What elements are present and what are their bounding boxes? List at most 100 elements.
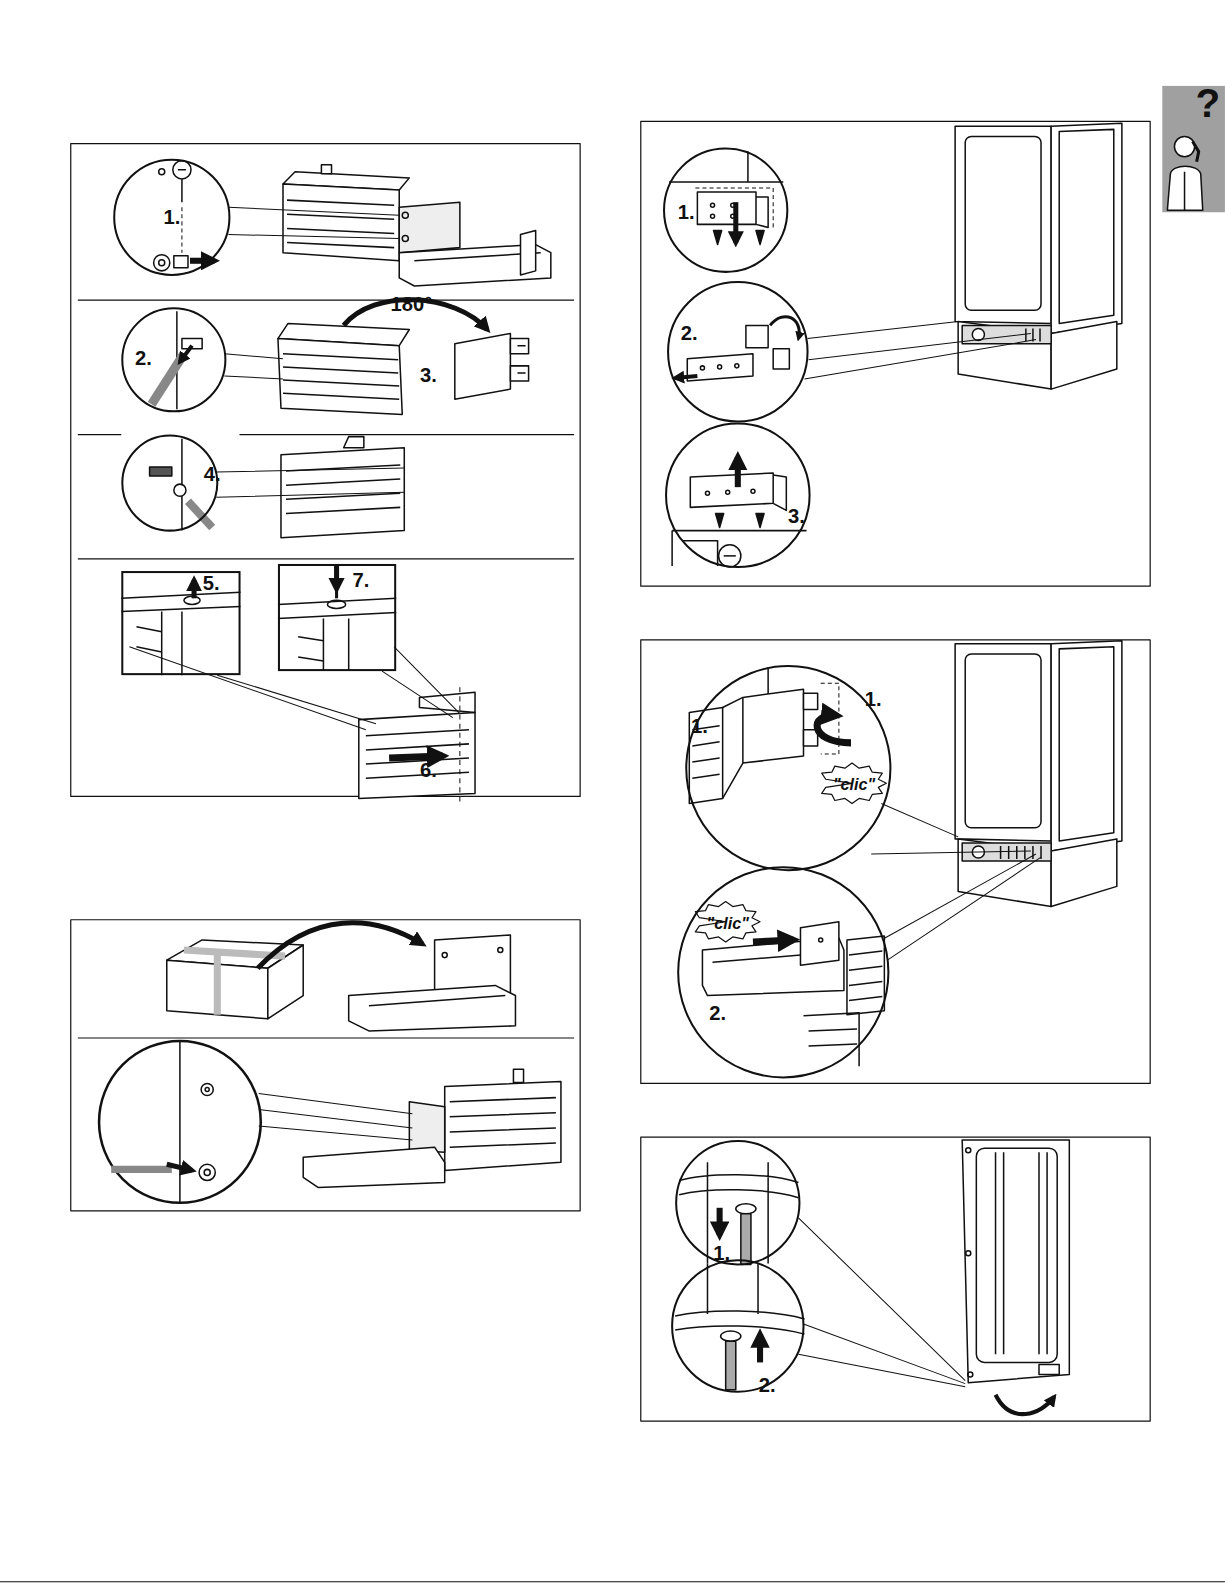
drawing-path	[996, 1152, 1048, 1354]
drawing-polygon	[419, 692, 475, 712]
drawing-path	[258, 923, 423, 969]
drawing-polygon	[958, 839, 1051, 907]
drawing-ellipse	[327, 600, 345, 608]
drawing-circle	[99, 1041, 261, 1203]
drawing-polygon	[697, 192, 756, 224]
detail-insert-clip	[278, 566, 396, 671]
grille-frame	[216, 437, 404, 538]
drawing-path	[278, 598, 396, 618]
drawing-path	[1059, 647, 1114, 841]
callout-number: 1.	[691, 716, 708, 736]
detail-trough-clip	[695, 902, 884, 1067]
callout-number: 1.	[865, 689, 882, 709]
drawing-path	[996, 1395, 1055, 1414]
drawing-path	[216, 468, 404, 497]
drawing-rect	[641, 121, 1150, 586]
detail-screw-plinth	[99, 1041, 261, 1203]
drawing-circle	[159, 260, 165, 266]
drawing-path	[167, 1164, 192, 1170]
vent-grille-assembly	[228, 165, 550, 286]
drawing-circle	[751, 489, 755, 493]
callout-number: 3.	[788, 505, 805, 525]
detail-circle: 2.	[671, 1259, 804, 1392]
drawing-path	[78, 434, 574, 435]
detail-remove-clip	[121, 580, 240, 675]
callout-number: 2.	[759, 1375, 776, 1395]
drawing-circle	[1174, 136, 1194, 156]
drawing-circle	[718, 365, 722, 369]
drawing-path	[871, 804, 1041, 961]
drawing-path	[286, 465, 400, 514]
detail-hinge-pin-down	[679, 1162, 798, 1264]
drawing-path	[770, 317, 799, 339]
drawing-circle	[174, 484, 186, 496]
drawing-path	[129, 647, 459, 730]
drawing-polygon	[822, 763, 887, 803]
drawing-polygon	[359, 713, 475, 799]
drawing-rect	[71, 144, 580, 797]
drawing-path	[366, 730, 469, 779]
drawing-path	[804, 1013, 860, 1067]
callout-number: 2.	[681, 322, 698, 342]
callout-number: 1.	[163, 207, 180, 227]
drawing-polygon	[399, 202, 460, 253]
drawing-path	[517, 346, 525, 373]
callout-number: 3.	[420, 365, 437, 385]
detail-screwdriver	[152, 311, 203, 409]
drawing-circle	[700, 366, 704, 370]
drawing-circle	[402, 212, 408, 218]
drawing-polygon	[955, 644, 1051, 841]
drawing-polygon	[962, 1140, 1069, 1383]
drawing-path	[78, 558, 574, 559]
drawing-circle	[402, 235, 408, 241]
drawing-circle	[966, 1251, 971, 1256]
drawing-path	[287, 200, 394, 248]
detail-screw-fix	[150, 439, 213, 531]
drawing-rect	[962, 325, 1051, 343]
drawing-path	[188, 501, 212, 527]
detail-circle: 1.	[113, 159, 230, 276]
callout-number: 1.	[678, 202, 695, 222]
detail-inset: 5.	[121, 571, 240, 675]
drawing-path	[181, 207, 182, 252]
drawing-path	[78, 300, 574, 301]
drawing-path	[817, 715, 851, 743]
callout-number: 2.	[709, 1003, 726, 1023]
detail-hinge-pin-up	[675, 1263, 804, 1389]
drawing-path	[847, 936, 884, 1015]
drawing-polygon	[800, 922, 838, 965]
drawing-path	[389, 756, 443, 758]
drawing-path	[459, 687, 460, 803]
drawing-rect	[174, 256, 188, 268]
drawing-circle	[159, 169, 165, 175]
drawing-rect	[641, 1137, 1150, 1421]
drawing-polygon	[958, 321, 1051, 389]
drawing-rect	[773, 349, 789, 369]
drawing-path	[283, 354, 399, 399]
drawing-path	[180, 346, 192, 362]
drawing-path	[179, 1041, 181, 1203]
drawing-rect	[71, 920, 580, 1211]
plinth-bracket	[349, 935, 516, 1031]
drawing-circle	[719, 545, 741, 567]
drawing-path	[675, 1263, 804, 1334]
drawing-path	[192, 580, 197, 598]
drawing-path	[78, 1037, 574, 1038]
detail-circle: 2.	[667, 281, 808, 422]
callout-number: 4.	[204, 464, 221, 484]
drawing-polygon	[1051, 123, 1122, 333]
drawing-path	[717, 1208, 723, 1235]
sound-text: "clic"	[833, 777, 875, 793]
drawing-path	[773, 475, 786, 510]
detail-plate-clip	[689, 667, 886, 803]
detail-bracket-screws	[669, 152, 783, 245]
drawing-polygon	[1051, 321, 1117, 389]
detail-circle: 4.	[121, 435, 218, 532]
drawing-circle	[711, 214, 715, 218]
detail-circle: "clic"2.	[677, 866, 889, 1078]
drawing-circle	[442, 953, 447, 958]
detail-bracket-mount	[672, 457, 806, 567]
callout-number: 6.	[420, 760, 437, 780]
drawing-path	[298, 619, 349, 672]
drawing-path	[450, 1098, 556, 1148]
